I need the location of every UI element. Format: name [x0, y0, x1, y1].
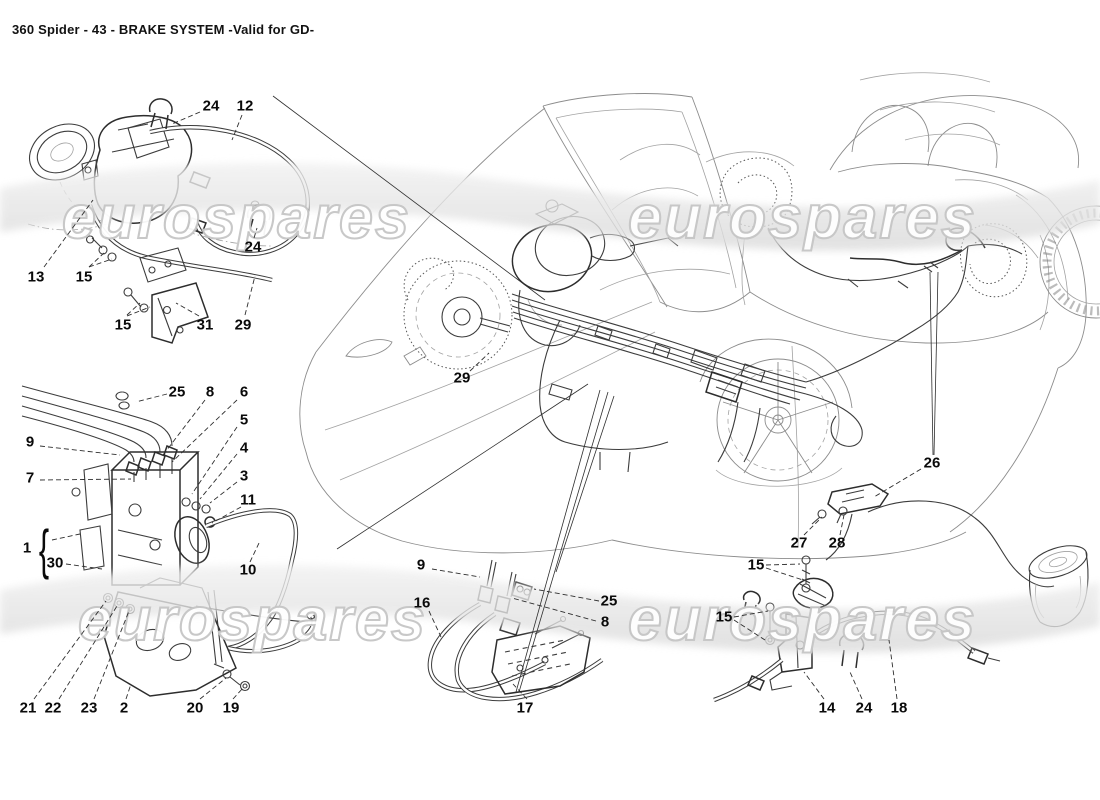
callout-number: 4 — [239, 439, 249, 457]
callout-leader-line — [873, 468, 922, 498]
callout-leader-line — [191, 426, 238, 495]
callout-number: 28 — [828, 534, 846, 552]
front-wheel — [715, 358, 843, 487]
callout-number: 15 — [75, 268, 93, 286]
callout-number: 29 — [453, 369, 471, 387]
callout-number: 9 — [416, 556, 426, 574]
callout-leader-line — [803, 516, 823, 536]
callout-leader-line — [765, 567, 804, 581]
callout-number: 29 — [234, 316, 252, 334]
callout-number: 18 — [890, 699, 908, 717]
callout-leader-line — [765, 563, 801, 566]
locator-line — [518, 391, 609, 693]
callout-number: 17 — [516, 699, 534, 717]
callout-number: 20 — [186, 699, 204, 717]
callout-number: 3 — [239, 467, 249, 485]
front-brake-disc — [403, 257, 513, 370]
callout-number: 12 — [236, 97, 254, 115]
callout-number: 21 — [19, 699, 37, 717]
brake-pipe-bundle — [511, 245, 969, 473]
callout-leader-line — [888, 639, 898, 700]
callout-leader-line — [88, 258, 113, 268]
callout-leader-line — [839, 514, 845, 536]
callout-leader-line — [135, 393, 168, 403]
locator-line — [933, 271, 939, 456]
callout-number: 1 — [22, 539, 32, 557]
callout-leader-line — [39, 478, 132, 481]
callout-number: 19 — [222, 699, 240, 717]
callout-leader-line — [126, 302, 141, 316]
callout-number: 15 — [747, 556, 765, 574]
callout-number: 7 — [25, 469, 35, 487]
callout-number: 23 — [80, 699, 98, 717]
callout-leader-line — [125, 683, 132, 700]
callout-number: 8 — [205, 383, 215, 401]
page-title: 360 Spider - 43 - BRAKE SYSTEM -Valid fo… — [12, 22, 315, 37]
callout-leader-line — [199, 677, 227, 700]
callout-number: 9 — [25, 433, 35, 451]
callout-number: 6 — [239, 383, 249, 401]
callout-number: 14 — [818, 699, 836, 717]
callout-number: 26 — [923, 454, 941, 472]
locator-line — [555, 395, 615, 573]
callout-number: 10 — [239, 561, 257, 579]
callout-leader-line — [209, 481, 238, 504]
callout-leader-line — [39, 445, 121, 456]
callout-leader-line — [162, 399, 206, 456]
callout-leader-line — [253, 227, 258, 239]
callout-number: 11 — [240, 491, 256, 509]
callout-number: 2 — [119, 699, 129, 717]
callout-number: 25 — [600, 592, 618, 610]
callout-leader-line — [849, 671, 863, 700]
locator-line — [336, 383, 589, 550]
callout-number: 8 — [600, 613, 610, 631]
callout-number: 13 — [27, 268, 45, 286]
callout-brace: { — [38, 519, 50, 581]
callout-number: 5 — [239, 411, 249, 429]
car-wireframe — [299, 72, 1087, 560]
callout-leader-line — [533, 588, 600, 602]
callout-leader-line — [211, 506, 242, 524]
callout-leader-line — [231, 114, 243, 141]
callout-leader-line — [51, 533, 81, 541]
callout-number: 27 — [790, 534, 808, 552]
callout-leader-line — [428, 610, 442, 638]
callout-number: 25 — [168, 383, 186, 401]
callout-leader-line — [232, 687, 244, 700]
callout-leader-line — [512, 683, 528, 700]
locator-line — [272, 95, 546, 301]
callout-leader-line — [171, 399, 238, 463]
callout-leader-line — [65, 563, 103, 570]
callout-number: 24 — [855, 699, 873, 717]
callout-leader-line — [93, 610, 130, 700]
callout-leader-line — [803, 671, 825, 700]
callout-leader-line — [33, 600, 107, 700]
callout-number: 24 — [244, 238, 262, 256]
callout-leader-line — [199, 453, 238, 500]
callout-number: 16 — [413, 594, 431, 612]
callout-number: 22 — [44, 699, 62, 717]
callout-leader-line — [171, 111, 201, 125]
callout-leader-line — [43, 199, 94, 268]
callout-leader-line — [733, 610, 769, 618]
callout-leader-line — [511, 597, 597, 622]
callout-number: 30 — [46, 554, 64, 572]
locator-line — [515, 389, 601, 693]
callout-leader-line — [244, 275, 256, 316]
locator-line — [929, 271, 934, 456]
callout-leader-line — [469, 352, 490, 372]
callout-leader-line — [58, 605, 118, 700]
callout-leader-line — [733, 619, 766, 641]
callout-number: 31 — [196, 316, 214, 334]
callout-leader-line — [126, 306, 151, 317]
callout-leader-line — [175, 302, 200, 317]
callout-leader-line — [431, 568, 481, 578]
callout-leader-line — [88, 252, 105, 268]
callout-number: 24 — [202, 97, 220, 115]
callout-number: 15 — [114, 316, 132, 334]
callout-number: 15 — [715, 608, 733, 626]
callout-leader-line — [249, 542, 260, 563]
